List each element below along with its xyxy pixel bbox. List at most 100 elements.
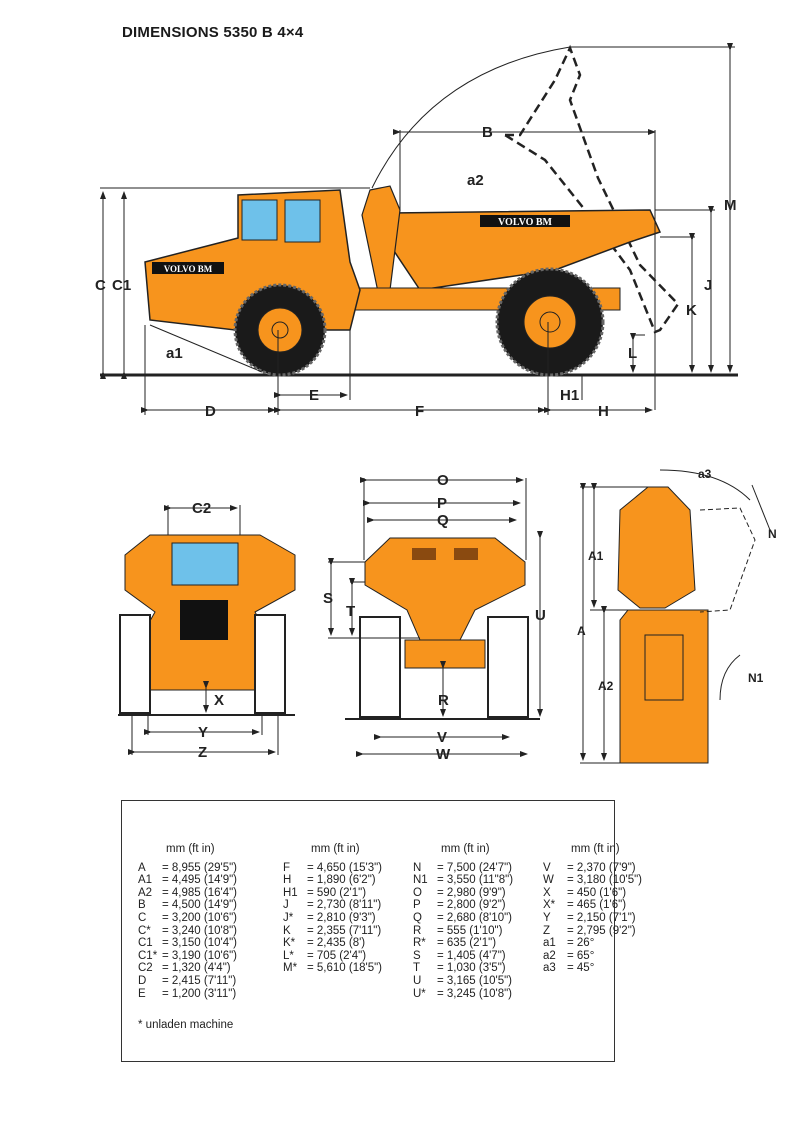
spec-row: R*= 635 (2'1") (413, 937, 543, 950)
spec-row: J*= 2,810 (9'3") (283, 912, 413, 925)
spec-key: P (413, 899, 421, 912)
spec-value: = 4,495 (14'9") (162, 874, 238, 887)
dimension-label: O (437, 472, 449, 489)
dimension-label: a3 (698, 467, 712, 481)
rear-view-drawing: O P Q S T U R V W (323, 472, 546, 763)
spec-key: L* (283, 949, 294, 962)
spec-value: = 3,190 (10'6") (162, 949, 238, 962)
spec-row: a2= 65° (543, 950, 653, 963)
spec-row: C2= 1,320 (4'4") (138, 962, 283, 975)
dimension-label: S (323, 590, 333, 607)
spec-row: Y = 2,150 (7'1") (543, 912, 653, 925)
spec-key: U (413, 974, 422, 987)
spec-value: = 705 (2'4") (307, 949, 367, 962)
spec-row: a3 = 45° (543, 962, 653, 975)
spec-row: W = 3,180 (10'5") (543, 874, 653, 887)
spec-row: N= 7,500 (24'7") (413, 862, 543, 875)
spec-row: C1* = 3,190 (10'6") (138, 950, 283, 963)
spec-value: = 2,810 (9'3") (307, 911, 376, 924)
dimension-label: D (205, 403, 216, 420)
spec-value: = 3,150 (10'4") (162, 937, 238, 950)
side-view-drawing: VOLVO BM VOLVO BM B a2 M C C1 J K a1 L E… (95, 43, 738, 420)
dimension-label: C1 (112, 277, 131, 294)
unit-header: mm (ft in) (311, 843, 360, 855)
spec-key: J (283, 899, 289, 912)
spec-row: C1 = 3,150 (10'4") (138, 937, 283, 950)
dimension-label: N1 (748, 671, 764, 685)
dimension-label: W (436, 746, 451, 763)
spec-row: T= 1,030 (3'5") (413, 962, 543, 975)
spec-value: = 1,405 (4'7") (437, 949, 506, 962)
spec-value: = 2,355 (7'11") (307, 924, 382, 937)
spec-row: K = 2,355 (7'11") (283, 925, 413, 938)
spec-value: = 7,500 (24'7") (437, 861, 513, 874)
dimension-label: T (346, 603, 355, 620)
spec-value: = 2,150 (7'1") (567, 911, 636, 924)
page-title: DIMENSIONS 5350 B 4×4 (122, 24, 304, 41)
spec-key: X* (543, 899, 556, 912)
dimension-label: K (686, 302, 697, 319)
top-view-drawing: a3 N A1 A A2 N1 (577, 467, 777, 764)
spec-value: = 8,955 (29'5") (162, 861, 238, 874)
dimension-label: A2 (598, 679, 614, 693)
spec-value: = 2,370 (7'9") (567, 861, 636, 874)
spec-value: = 2,730 (8'11") (307, 899, 382, 912)
spec-row: O= 2,980 (9'9") (413, 887, 543, 900)
dimension-label: E (309, 387, 319, 404)
spec-value: = 3,200 (10'6") (162, 911, 238, 924)
spec-key: S (413, 949, 421, 962)
spec-key: E (138, 987, 146, 1000)
spec-key: C* (138, 924, 151, 937)
spec-value: = 1,030 (3'5") (437, 962, 506, 975)
dimension-label: H (598, 403, 609, 420)
spec-value: = 3,165 (10'5") (437, 974, 513, 987)
dimension-label: a2 (467, 172, 484, 189)
spec-row: A= 8,955 (29'5") (138, 862, 283, 875)
spec-row: B= 4,500 (14'9") (138, 899, 283, 912)
spec-key: A2 (138, 886, 153, 899)
spec-value: = 2,415 (7'11") (162, 974, 237, 987)
spec-row: H= 1,890 (6'2") (283, 874, 413, 887)
spec-value: = 3,180 (10'5") (567, 874, 643, 887)
spec-key: K* (283, 937, 296, 950)
spec-key: X (543, 886, 551, 899)
dimension-label: Q (437, 512, 449, 529)
spec-key: Y (543, 911, 551, 924)
spec-key: a3 (543, 962, 556, 975)
dimension-label: a1 (166, 345, 183, 362)
dimension-label: A (577, 624, 586, 638)
spec-row: P = 2,800 (9'2") (413, 899, 543, 912)
spec-key: R* (413, 937, 426, 950)
spec-row: U* = 3,245 (10'8") (413, 988, 543, 1001)
spec-value: = 3,240 (10'8") (162, 924, 238, 937)
spec-row: D= 2,415 (7'11") (138, 975, 283, 988)
spec-row: X*= 465 (1'6") (543, 899, 653, 912)
spec-row: R= 555 (1'10") (413, 925, 543, 938)
spec-value: = 2,800 (9'2") (437, 899, 506, 912)
spec-key: a1 (543, 937, 556, 950)
spec-row: C = 3,200 (10'6") (138, 912, 283, 925)
spec-key: C1* (138, 949, 158, 962)
spec-row: N1= 3,550 (11"8") (413, 874, 543, 887)
spec-row: C* = 3,240 (10'8") (138, 925, 283, 938)
spec-value: = 3,550 (11"8") (437, 874, 514, 887)
dimension-label: C (95, 277, 106, 294)
spec-value: = 2,435 (8') (307, 937, 366, 950)
spec-row: K* = 2,435 (8') (283, 937, 413, 950)
dimension-label: A1 (588, 549, 604, 563)
spec-key: W (543, 874, 554, 887)
spec-key: K (283, 924, 291, 937)
dimension-label: R (438, 692, 449, 709)
spec-key: V (543, 861, 551, 874)
spec-row: J = 2,730 (8'11") (283, 899, 413, 912)
spec-key: C (138, 911, 147, 924)
spec-value: = 3,245 (10'8") (437, 987, 513, 1000)
spec-key: U* (413, 987, 426, 1000)
dimension-label: L (628, 345, 637, 362)
spec-value: = 2,980 (9'9") (437, 886, 506, 899)
spec-key: a2 (543, 949, 556, 962)
spec-key: C1 (138, 937, 153, 950)
spec-row: X= 450 (1'6") (543, 887, 653, 900)
spec-row: E= 1,200 (3'11") (138, 988, 283, 1001)
spec-value: = 45° (567, 962, 595, 975)
